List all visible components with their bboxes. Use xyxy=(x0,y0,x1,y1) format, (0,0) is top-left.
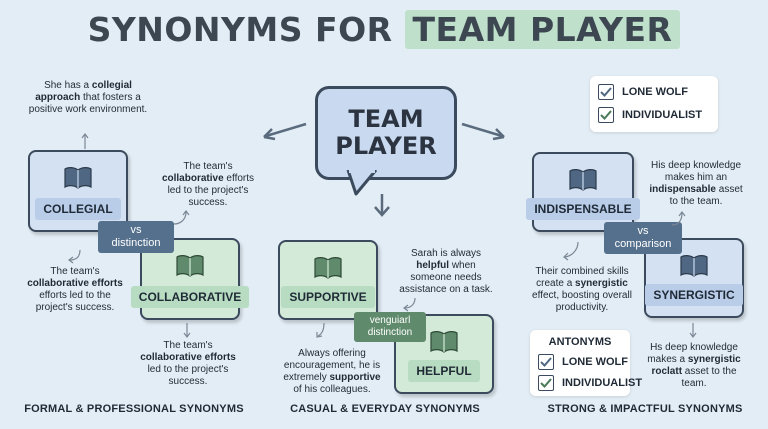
card-supportive: SUPPORTIVE xyxy=(278,240,378,320)
page-title: SYNONYMS FOR TEAM PLAYER xyxy=(0,10,768,49)
book-icon xyxy=(314,257,342,279)
small-arrow-icon xyxy=(316,322,325,338)
card-label: SUPPORTIVE xyxy=(281,286,375,308)
check-icon xyxy=(538,375,554,391)
antonym-item: LONE WOLF xyxy=(538,354,628,370)
small-arrow-icon xyxy=(671,211,686,226)
formal-bottom-example: The team's collaborative efforts led to … xyxy=(140,340,236,387)
formal-left-example: The team's collaborative efforts efforts… xyxy=(27,266,123,313)
card-indispensable: INDISPENSABLE xyxy=(526,152,640,232)
book-icon xyxy=(680,255,708,277)
small-arrow-icon xyxy=(403,297,416,312)
card-label: COLLABORATIVE xyxy=(130,286,250,308)
book-icon xyxy=(64,167,92,189)
bubble-tail-icon xyxy=(346,170,378,196)
small-arrow-down-icon xyxy=(183,323,191,338)
casual-top-example: Sarah is always helpful when someone nee… xyxy=(399,248,493,295)
small-arrow-up-icon xyxy=(81,133,89,149)
title-highlight: TEAM PLAYER xyxy=(404,10,681,49)
arrow-down-icon xyxy=(374,194,390,217)
checklist-item: LONE WOLF xyxy=(598,84,688,100)
antonym-item: INDIVIDUALIST xyxy=(538,375,642,391)
card-label: SYNERGISTIC xyxy=(645,284,743,306)
section-title-casual: CASUAL & EVERYDAY SYNONYMS xyxy=(290,403,480,415)
center-line2: PLAYER xyxy=(335,132,437,160)
checklist-item: INDIVIDUALIST xyxy=(598,107,702,123)
strong-bottom-example: Hs deep knowledge makes a synergistic ro… xyxy=(647,342,741,389)
strong-top-example: His deep knowledge makes him an indispen… xyxy=(649,160,743,207)
book-icon xyxy=(176,255,204,277)
casual-bottom-example: Always offering encouragement, he is ext… xyxy=(283,348,381,395)
section-title-formal: FORMAL & PROFESSIONAL SYNONYMS xyxy=(24,403,244,415)
center-speech-bubble: TEAM PLAYER xyxy=(315,86,457,180)
arrow-right-icon xyxy=(461,122,505,141)
small-arrow-icon xyxy=(68,249,81,264)
small-arrow-icon xyxy=(173,210,190,225)
card-collegial: COLLEGIAL xyxy=(28,150,128,232)
center-line1: TEAM xyxy=(348,105,424,133)
check-icon xyxy=(598,107,614,123)
strong-left-example: Their combined skills create a synergist… xyxy=(532,266,632,313)
section-title-strong: STRONG & IMPACTFUL SYNONYMS xyxy=(547,403,743,415)
arrow-left-icon xyxy=(263,122,307,141)
antonyms-panel: ANTONYMS LONE WOLF INDIVIDUALIST xyxy=(530,330,642,396)
book-icon xyxy=(569,169,597,191)
small-arrow-down-icon xyxy=(689,323,697,338)
check-icon xyxy=(598,84,614,100)
card-collaborative: COLLABORATIVE xyxy=(130,238,250,320)
antonyms-title: ANTONYMS xyxy=(548,336,612,348)
book-icon xyxy=(430,331,458,353)
formal-right-example: The team's collaborative efforts led to … xyxy=(161,161,255,208)
formal-top-example: She has a collegial approach that foster… xyxy=(28,80,148,115)
card-label: HELPFUL xyxy=(408,360,480,382)
title-prefix: SYNONYMS FOR xyxy=(87,10,393,49)
small-arrow-icon xyxy=(563,241,579,261)
top-checklist-panel: LONE WOLF INDIVIDUALIST xyxy=(590,76,718,132)
check-icon xyxy=(538,354,554,370)
card-label: COLLEGIAL xyxy=(35,198,121,220)
card-label: INDISPENSABLE xyxy=(526,198,640,220)
